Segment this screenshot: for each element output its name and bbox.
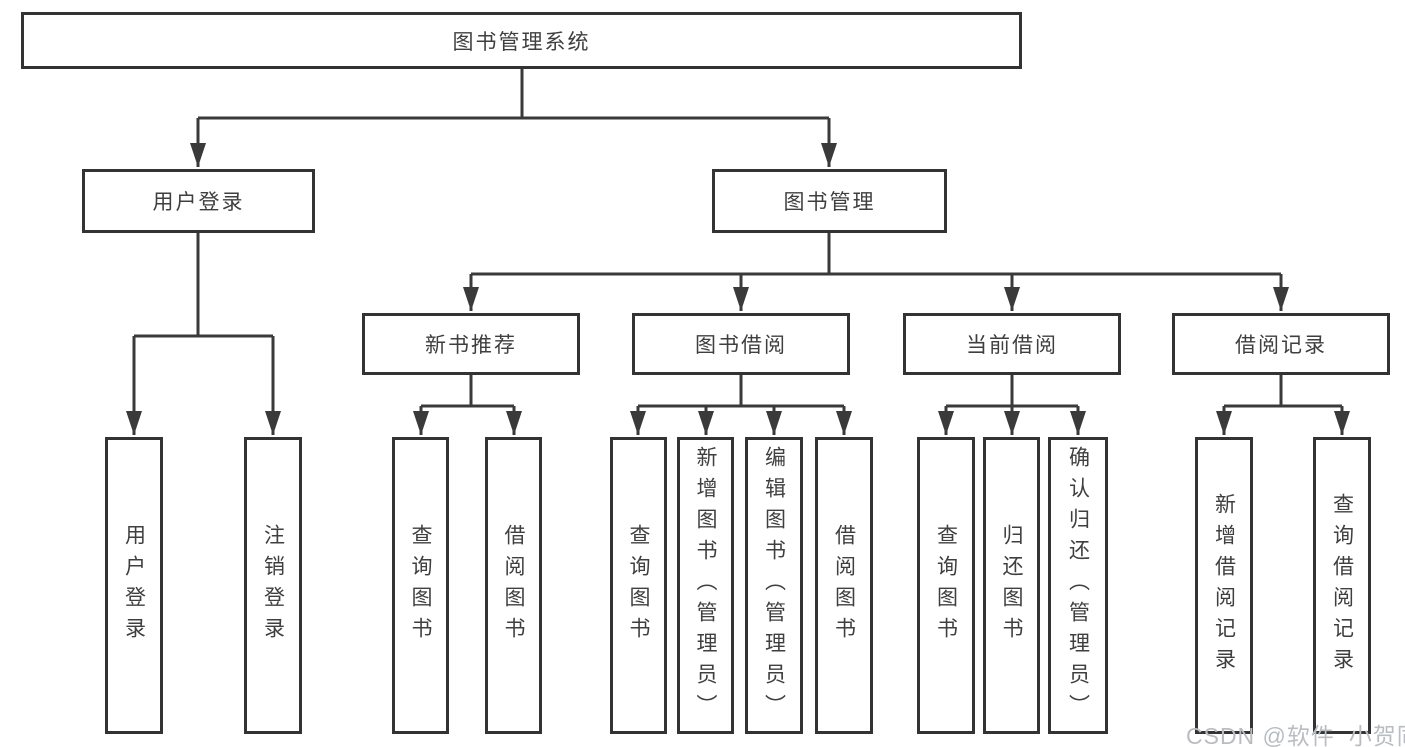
node-leaf-cb-return-books: 归还图书 [983,437,1040,734]
connector-borrow-record [1224,374,1342,408]
node-book-mgmt: 图书管理 [712,169,947,233]
connector-root [198,68,829,120]
node-leaf-nbr-borrow-books: 借阅图书 [485,437,542,734]
node-new-book-rec: 新书推荐 [362,313,580,375]
node-borrow-record: 借阅记录 [1172,313,1390,375]
connector-book-mgmt [471,232,1281,276]
connector-user-login [134,232,273,338]
node-leaf-user-login: 用户登录 [105,437,163,734]
node-leaf-bb-query-books: 查询图书 [610,437,667,734]
connector-current-borrow [946,374,1078,408]
node-leaf-logout: 注销登录 [244,437,302,734]
node-leaf-bb-edit-books-admin: 编辑图书（管理员） [745,437,803,734]
connector-book-borrow [638,374,844,408]
node-leaf-br-query-record: 查询借阅记录 [1313,437,1371,734]
node-user-login: 用户登录 [82,169,315,233]
csdn-watermark: CSDN @软件_小贺同学 [1186,723,1405,747]
node-leaf-bb-add-books-admin: 新增图书（管理员） [677,437,734,734]
node-root: 图书管理系统 [21,12,1022,69]
connector-new-book-rec [421,374,514,408]
node-leaf-br-add-record: 新增借阅记录 [1195,437,1253,734]
node-book-borrow: 图书借阅 [632,313,850,375]
node-leaf-nbr-query-books: 查询图书 [392,437,449,734]
node-leaf-cb-query-books: 查询图书 [917,437,975,734]
node-leaf-cb-confirm-return-admin: 确认归还（管理员） [1048,437,1108,734]
node-leaf-bb-borrow-books: 借阅图书 [815,437,873,734]
node-current-borrow: 当前借阅 [903,313,1121,375]
